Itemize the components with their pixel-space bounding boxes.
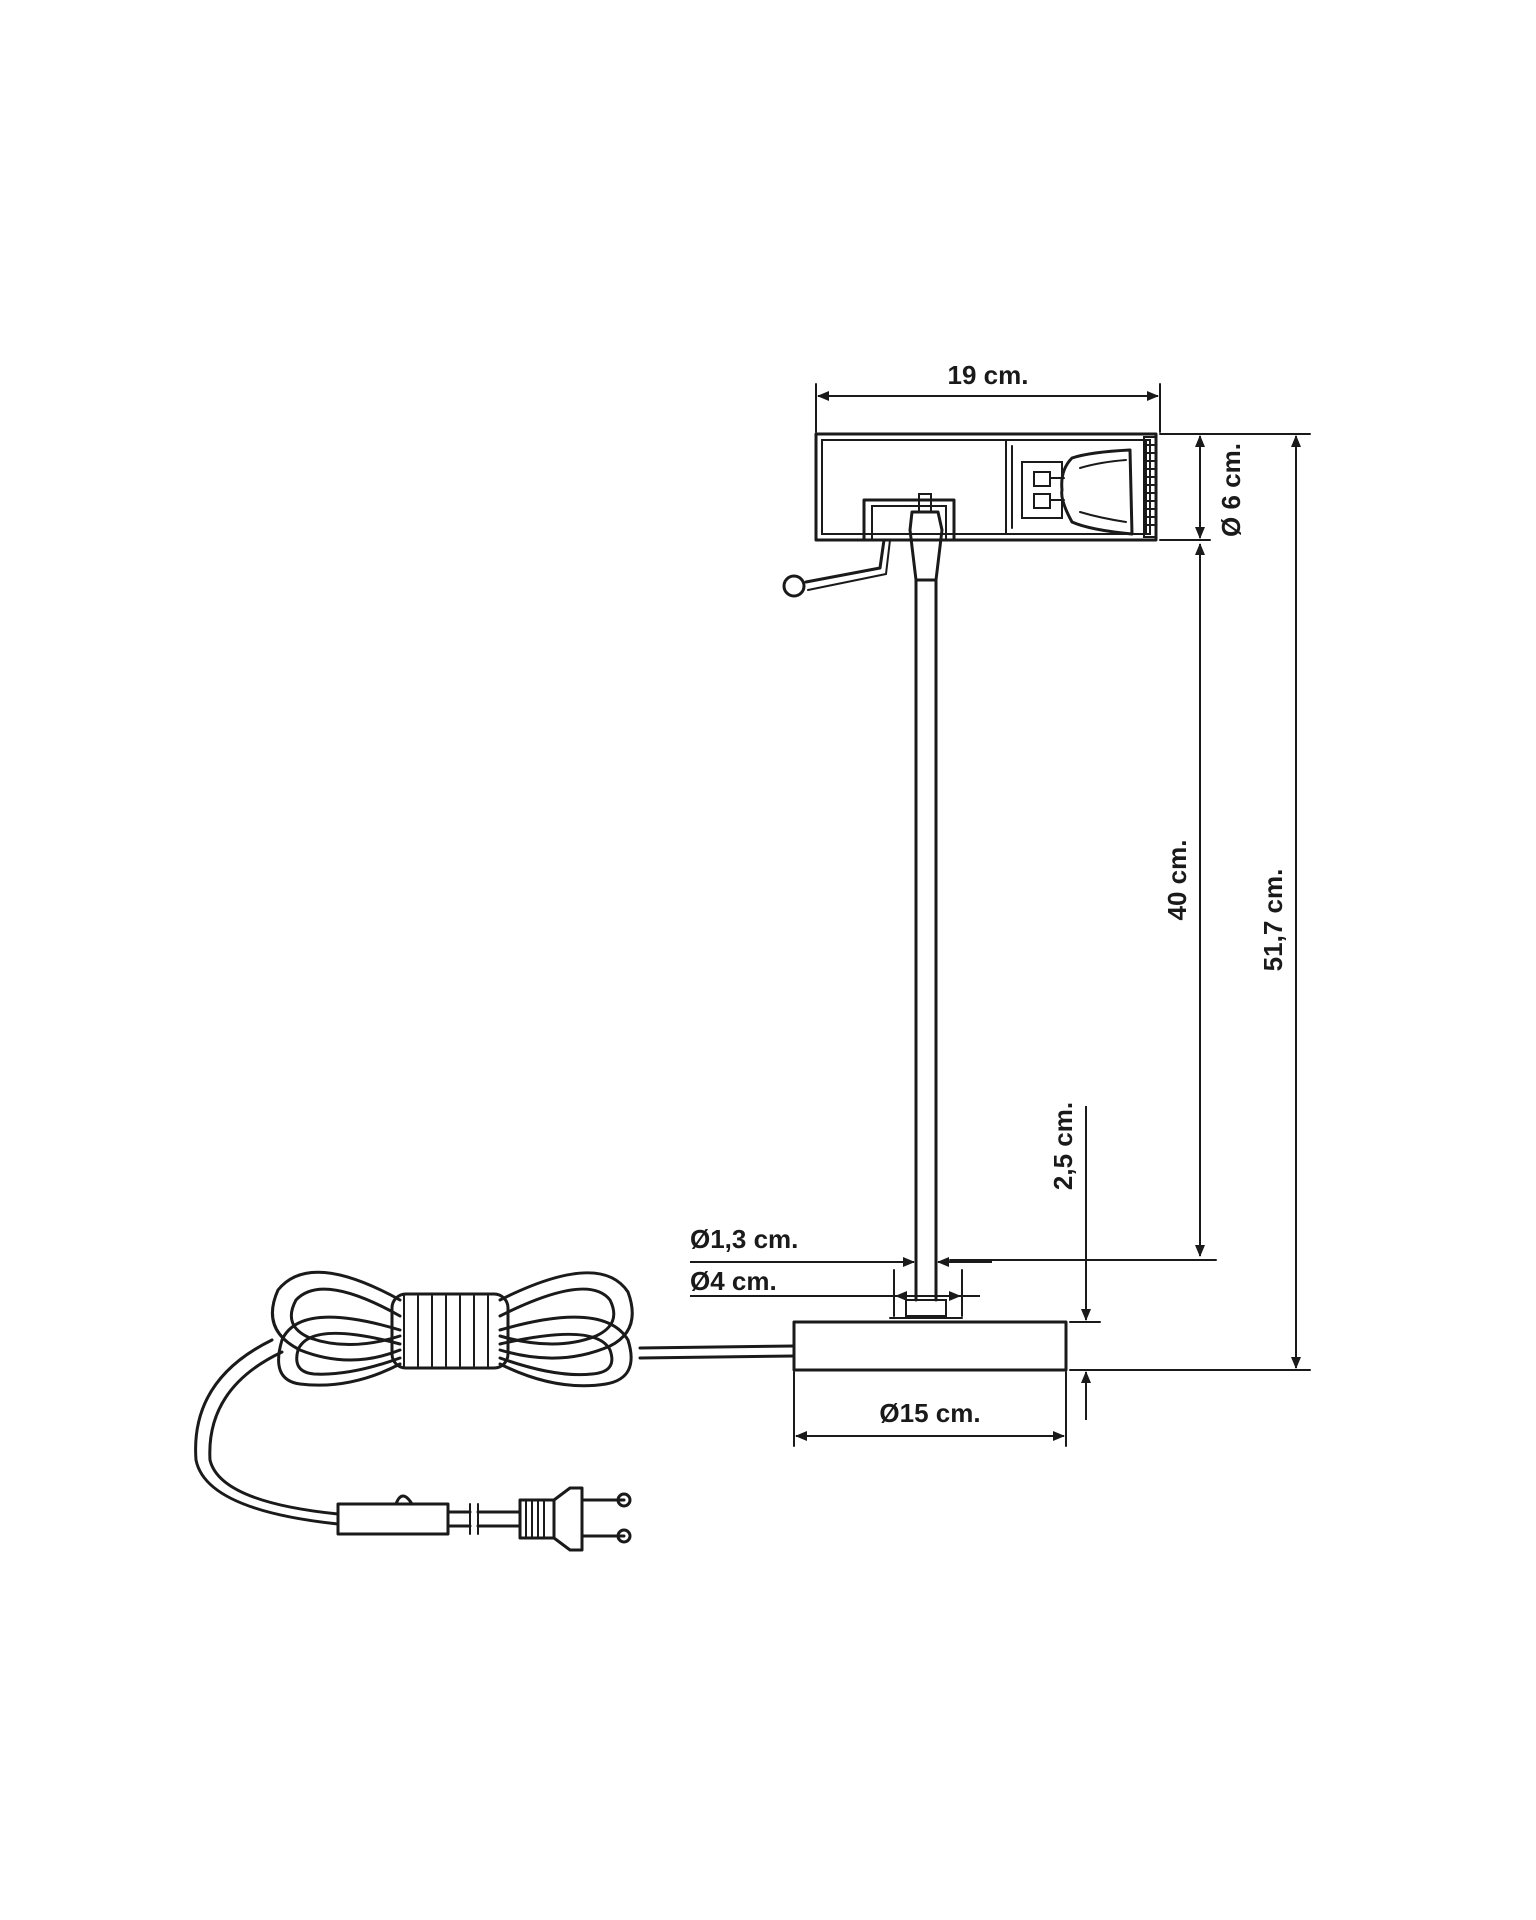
lamp-head [814,432,1158,542]
dimension-head-diameter: Ø 6 cm. [1159,433,1246,541]
label-stem-length: 40 cm. [1162,840,1192,921]
label-head-width: 19 cm. [948,360,1029,390]
plug-icon [518,1486,632,1552]
bulb-icon [1021,448,1134,536]
dimension-head-width: 19 cm. [815,360,1161,433]
dimension-stem-diameter: Ø1,3 cm. [690,1224,992,1267]
dimension-base-height: 2,5 cm. [1048,1102,1101,1420]
inline-switch-icon [336,1494,522,1536]
label-base-diameter: Ø15 cm. [879,1398,980,1428]
dimension-collar-diameter: Ø4 cm. [690,1266,980,1317]
lamp-stem [905,578,947,1317]
dimension-base-diameter: Ø15 cm. [793,1371,1067,1447]
label-stem-diameter: Ø1,3 cm. [690,1224,798,1254]
power-cable [194,1338,796,1526]
label-total-height: 51,7 cm. [1258,869,1288,972]
dimension-stem-length: 40 cm. [949,543,1217,1261]
label-head-diameter: Ø 6 cm. [1216,443,1246,537]
adjust-handle [782,538,891,598]
dimension-total-height: 51,7 cm. [1069,433,1311,1371]
label-base-height: 2,5 cm. [1048,1102,1078,1190]
coiled-cable-icon [270,1270,634,1388]
lamp-base [792,1317,1068,1372]
label-collar-diameter: Ø4 cm. [690,1266,777,1296]
